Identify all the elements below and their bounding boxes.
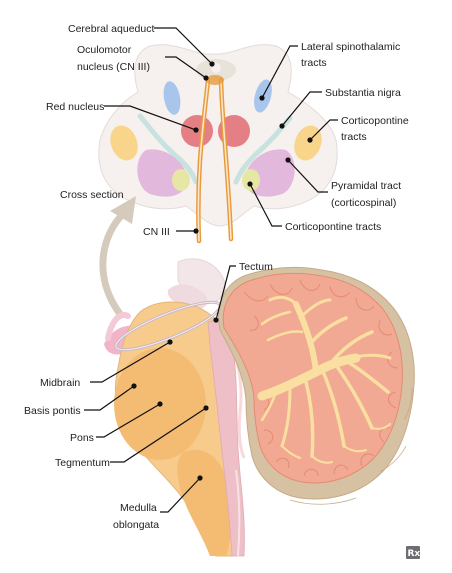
arbor-vitae	[257, 295, 392, 464]
central-canal	[235, 469, 241, 557]
corticopontine-tract-right	[294, 125, 322, 161]
corticopontine-tract-left	[110, 125, 138, 161]
label-midbrain: Midbrain	[40, 377, 80, 389]
label-cerebral-aqueduct: Cerebral aqueduct	[68, 23, 154, 35]
corticopontine-small-left	[172, 169, 190, 191]
label-corticopontine-line1: Corticopontine	[341, 115, 409, 127]
medulla-shape	[177, 449, 232, 556]
optic-stalk	[105, 312, 131, 341]
label-corticopontine-line2: tracts	[341, 131, 367, 143]
label-oculomotor-line2: nucleus (CN III)	[77, 61, 150, 73]
label-cross-section: Cross section	[60, 189, 124, 201]
substantia-nigra-right	[233, 115, 293, 185]
cross-section-arrow	[99, 196, 136, 318]
label-cn3: CN III	[143, 226, 170, 238]
midbrain-cross-section	[98, 44, 338, 244]
label-pyramidal-line2: (corticospinal)	[331, 197, 396, 209]
spinothalamic-tract-left	[163, 81, 181, 115]
label-lateral-spinothalamic-line1: Lateral spinothalamic	[301, 41, 400, 53]
corticopontine-small-right	[242, 169, 260, 191]
substantia-nigra-left	[137, 113, 199, 185]
rx-logo-text: Rx	[408, 549, 421, 559]
oculomotor-nucleus	[206, 75, 224, 85]
cn3-nerve-right-inner	[220, 79, 232, 240]
label-substantia-nigra: Substantia nigra	[325, 87, 401, 99]
label-oculomotor-line1: Oculomotor	[77, 44, 132, 56]
label-medulla-line1: Medulla	[120, 502, 157, 514]
cn3-nerve-left-inner	[197, 79, 209, 242]
label-medulla-line2: oblongata	[113, 519, 159, 531]
label-tectum: Tectum	[239, 261, 273, 273]
label-pons: Pons	[70, 432, 94, 444]
label-corticopontine-lower: Corticopontine tracts	[285, 221, 381, 233]
label-basis-pontis: Basis pontis	[24, 405, 81, 417]
label-tegmentum: Tegmentum	[55, 457, 110, 469]
labels: Cerebral aqueduct Oculomotor nucleus (CN…	[24, 23, 409, 531]
leader-lines	[84, 27, 338, 513]
label-lateral-spinothalamic-line2: tracts	[301, 57, 327, 69]
cerebellum-base-lines	[289, 387, 413, 505]
label-red-nucleus: Red nucleus	[46, 101, 104, 113]
label-pyramidal-line1: Pyramidal tract	[331, 180, 401, 192]
rx-logo: Rx	[406, 546, 420, 559]
cerebellum	[218, 266, 415, 505]
